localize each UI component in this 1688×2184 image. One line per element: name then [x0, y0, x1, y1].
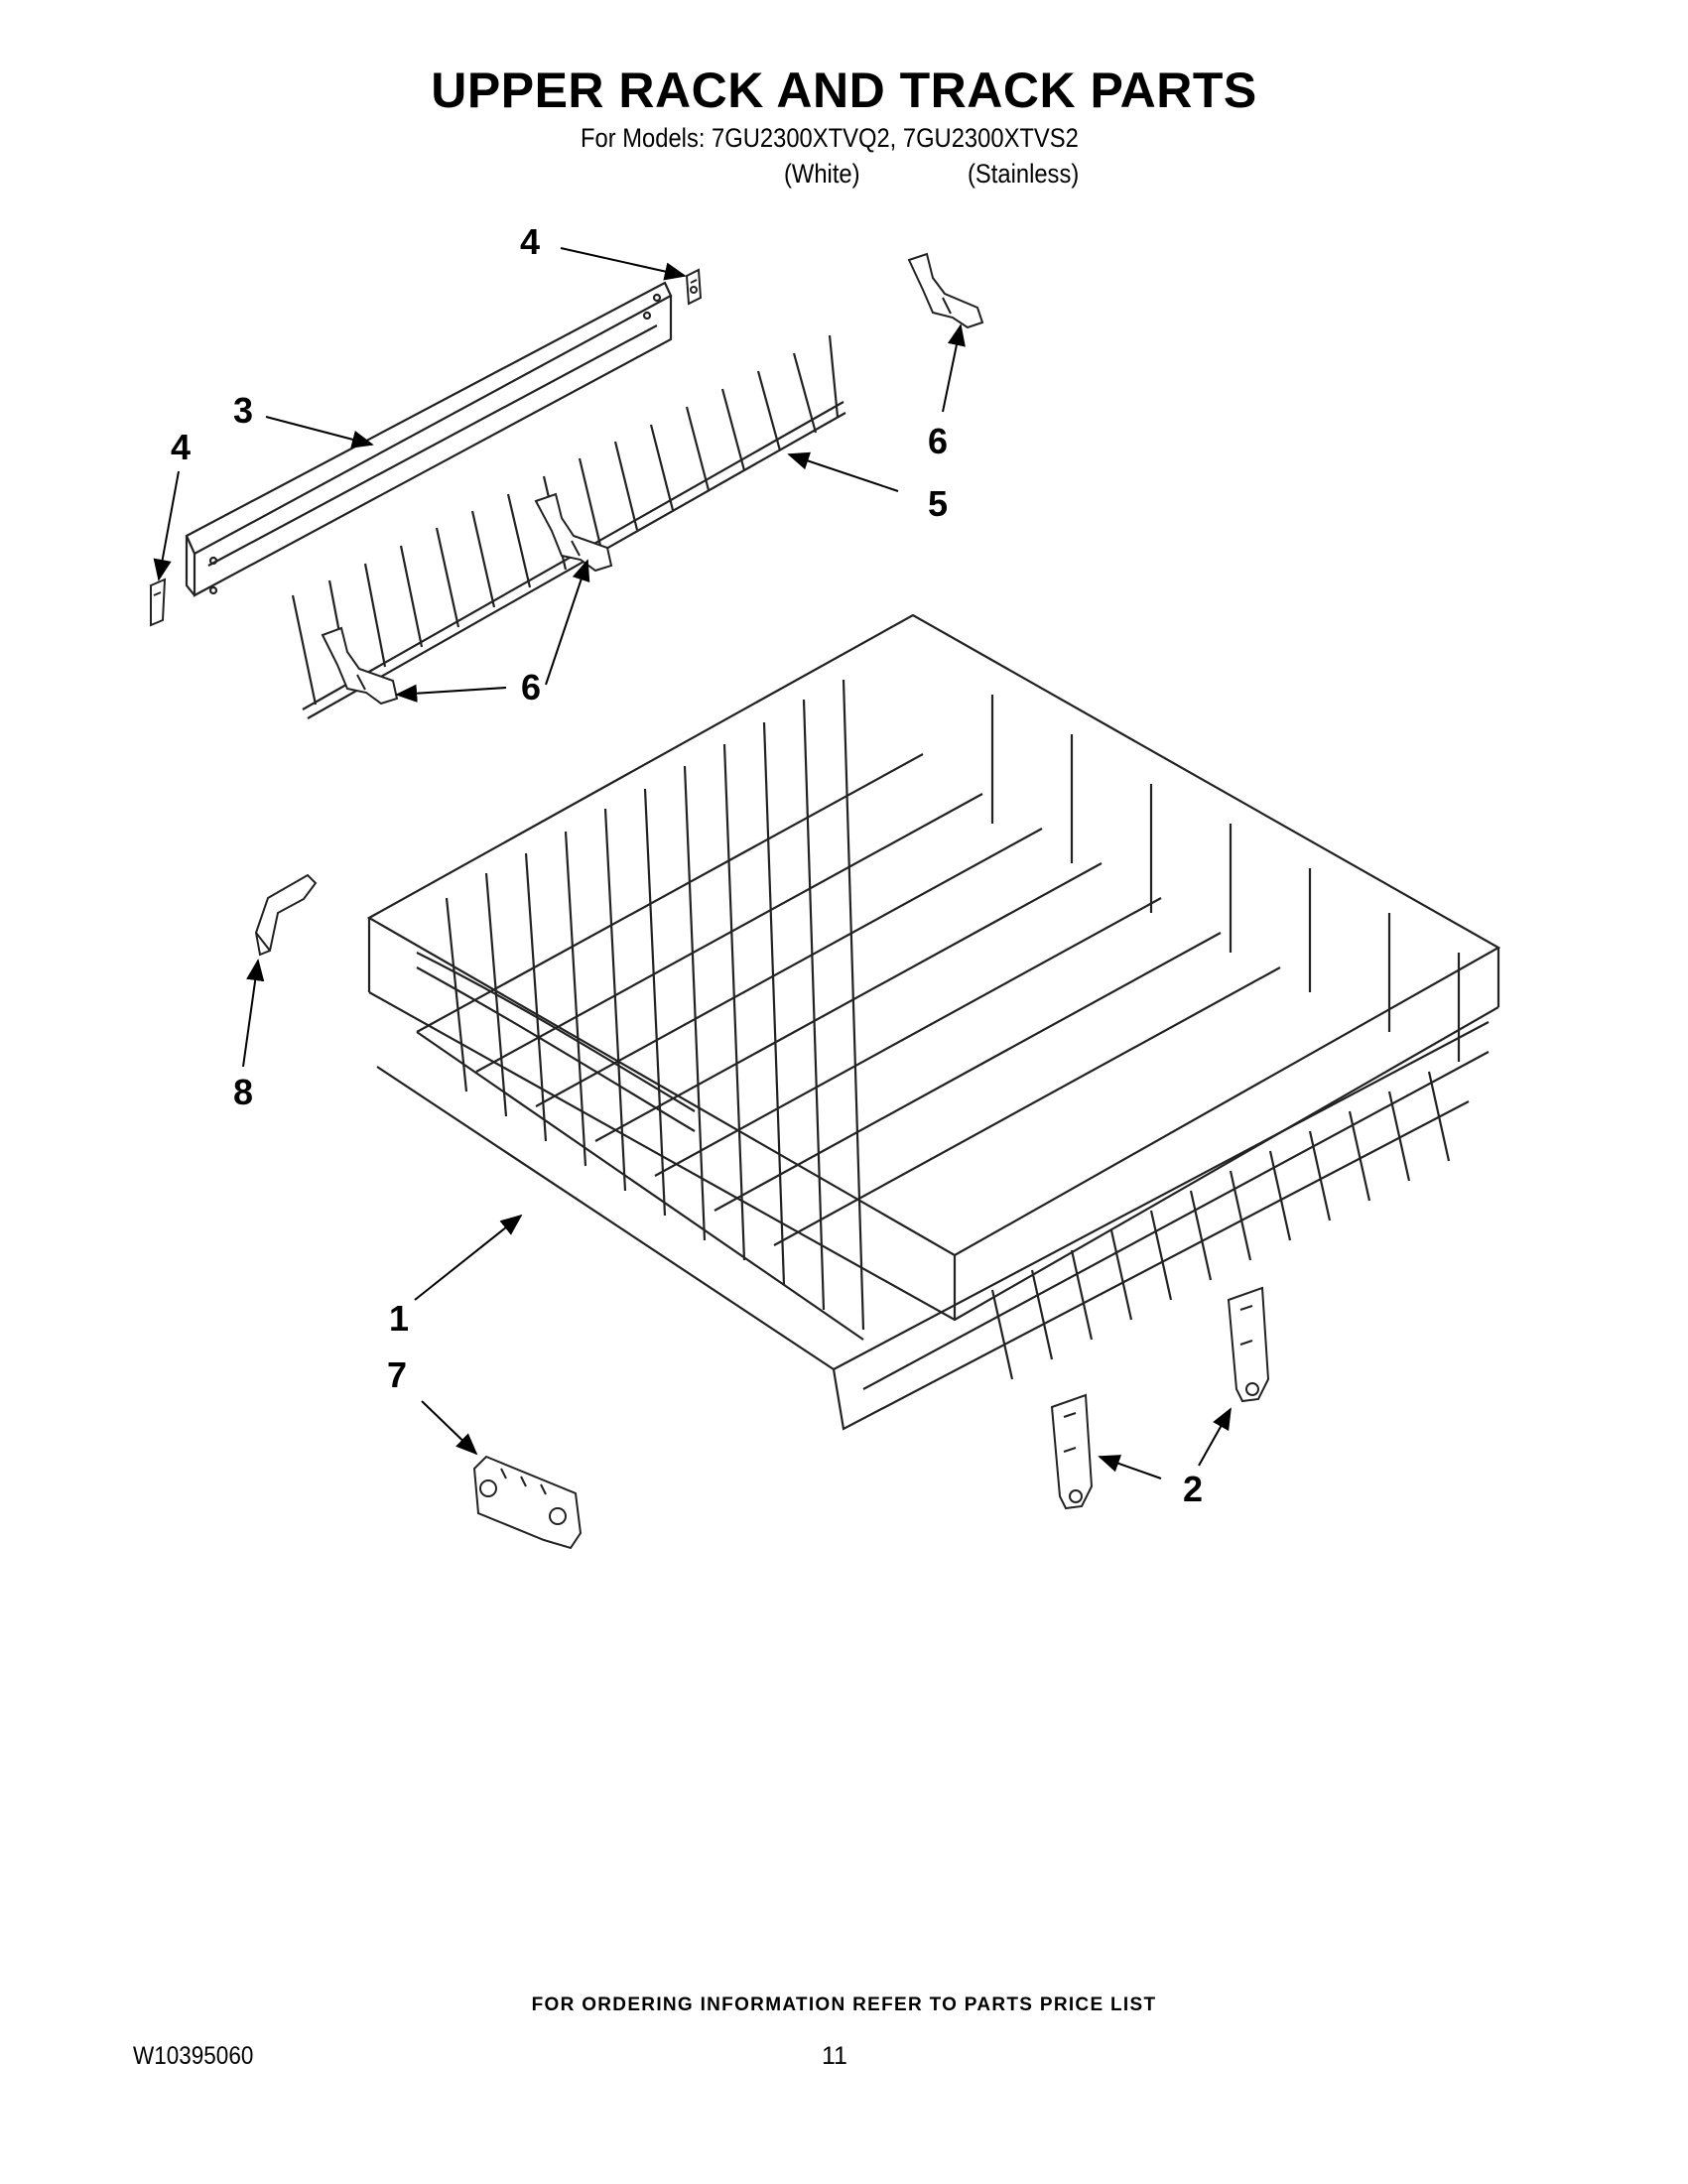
arrow-6-mid-b [395, 684, 507, 703]
ordering-note: FOR ORDERING INFORMATION REFER TO PARTS … [531, 1994, 1157, 2015]
callout-6-mid: 6 [521, 667, 542, 707]
callout-8: 8 [233, 1072, 254, 1112]
arrow-4-left [153, 470, 180, 581]
arrow-5 [787, 451, 899, 492]
track-stop-part-right [1227, 1286, 1270, 1403]
arrow-8 [242, 959, 265, 1068]
page-title: UPPER RACK AND TRACK PARTS [431, 63, 1257, 118]
callout-2: 2 [1183, 1469, 1204, 1509]
rack-rail-part [185, 281, 673, 597]
end-cap-part-left [150, 578, 167, 627]
clip-part-top [907, 252, 984, 329]
arrow-3 [265, 416, 374, 449]
callout-4-left: 4 [171, 427, 192, 467]
callout-7: 7 [387, 1354, 408, 1395]
variant-white: (White) [784, 159, 860, 189]
end-cap-part-top [685, 268, 703, 306]
callout-4-top: 4 [520, 221, 541, 262]
arrow-7 [421, 1400, 478, 1456]
arrow-6-top [942, 323, 966, 413]
arrow-6-mid-a [545, 559, 590, 686]
page-number: 11 [822, 2042, 847, 2070]
track-stop-part-left [1050, 1393, 1094, 1510]
side-trim-part [254, 873, 318, 957]
rack-adjuster-part [472, 1455, 583, 1550]
callout-5: 5 [928, 483, 949, 524]
document-number: W10395060 [133, 2042, 254, 2070]
callout-1: 1 [389, 1298, 410, 1339]
models-line: For Models: 7GU2300XTVQ2, 7GU2300XTVS2 [581, 123, 1079, 153]
arrow-4-top [560, 247, 687, 281]
leader-arrows [153, 247, 1232, 1479]
callout-3: 3 [233, 390, 254, 431]
arrow-1 [414, 1214, 523, 1301]
clip-part-mid [534, 492, 613, 573]
upper-rack-basket [366, 613, 1501, 1431]
variant-stainless: (Stainless) [968, 159, 1080, 189]
callout-6-top: 6 [928, 421, 949, 461]
arrow-2-b [1198, 1407, 1232, 1467]
arrow-2-a [1098, 1455, 1162, 1479]
